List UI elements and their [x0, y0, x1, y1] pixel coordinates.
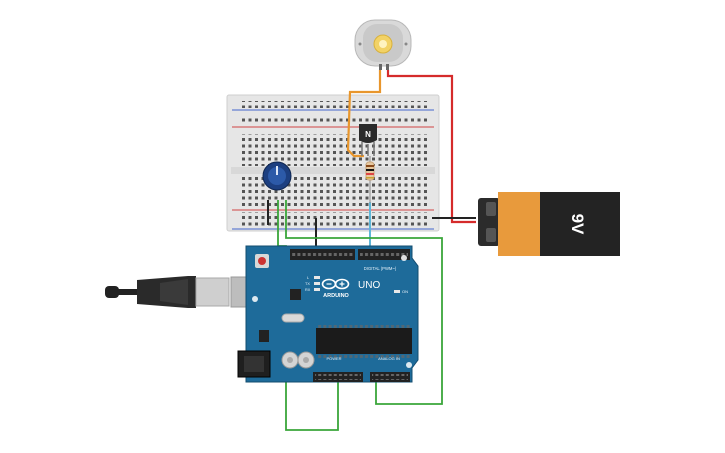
usb-chip — [290, 289, 301, 300]
rail-holes — [240, 116, 430, 123]
usb-connector — [195, 277, 230, 307]
rail-holes — [240, 222, 430, 228]
brand-label: ARDUINO — [323, 293, 349, 299]
battery-9v[interactable]: 9V — [478, 192, 620, 256]
voltage-regulator — [259, 330, 269, 342]
transistor[interactable]: N — [359, 124, 377, 156]
wire-green-a0 — [285, 200, 443, 405]
crystal — [281, 313, 305, 323]
on-label: ON — [402, 289, 408, 294]
wire-red — [386, 70, 476, 224]
rail-holes — [240, 101, 430, 108]
transistor-label: N — [365, 130, 371, 139]
battery-terminal — [486, 228, 496, 242]
analog-label: ANALOG IN — [378, 356, 400, 361]
rail-holes — [240, 212, 430, 219]
resistor[interactable] — [365, 156, 375, 203]
power-label: POWER — [326, 356, 341, 361]
arduino-logo-icon — [321, 278, 350, 290]
digital-label: DIGITAL (PWM~) — [364, 266, 397, 271]
dc-motor[interactable] — [354, 19, 412, 70]
rx-label: RX — [305, 288, 311, 292]
microcontroller-chip — [316, 328, 412, 354]
arduino-uno[interactable]: DIGITAL (PWM~) TX RX L ARDUINO UNO ON — [237, 245, 419, 383]
tx-label: TX — [305, 282, 310, 286]
l-label: L — [307, 276, 309, 280]
potentiometer[interactable] — [262, 161, 292, 191]
battery-terminal — [486, 202, 496, 216]
wire-orange — [346, 70, 382, 158]
model-label: UNO — [358, 280, 380, 291]
breadboard[interactable] — [226, 94, 440, 232]
pot-pointer — [276, 166, 278, 175]
center-channel — [231, 167, 435, 174]
terminal-strip-top — [240, 134, 430, 166]
battery-label: 9V — [568, 214, 587, 235]
